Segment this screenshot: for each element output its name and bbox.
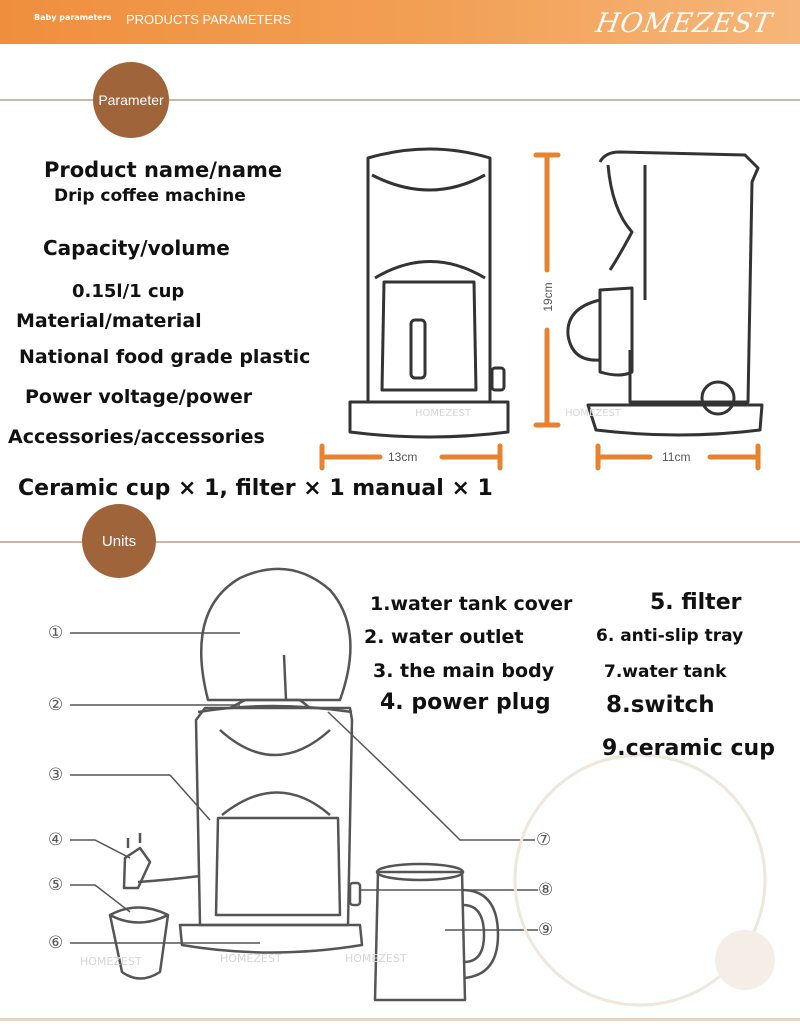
watermark-3: HOMEZEST	[80, 955, 142, 968]
watermark-5: HOMEZEST	[345, 952, 407, 965]
header-band	[0, 0, 800, 44]
watermark-2: HOMEZEST	[565, 408, 621, 419]
header-title: PRODUCTS PARAMETERS	[126, 12, 292, 27]
watermark-4: HOMEZEST	[220, 952, 282, 965]
capacity-value: 0.15l/1 cup	[72, 281, 185, 302]
header-small-label: Baby parameters	[34, 13, 112, 22]
part-label-9: 9.ceramic cup	[602, 736, 775, 761]
part-label-2: 2. water outlet	[364, 626, 524, 648]
accessories-label: Accessories/accessories	[8, 426, 265, 448]
callout-7: ⑦	[536, 830, 552, 850]
part-label-8: 8.switch	[606, 692, 715, 718]
accessories-value: Ceramic cup × 1, filter × 1 manual × 1	[18, 476, 493, 501]
part-label-4: 4. power plug	[380, 690, 551, 715]
part-label-6: 6. anti-slip tray	[596, 626, 744, 646]
dimension-width-side-label: 11cm	[662, 450, 691, 464]
callout-3: ③	[48, 765, 64, 785]
callout-5: ⑤	[48, 875, 64, 895]
dimension-width-front-label: 13cm	[388, 450, 418, 464]
capacity-label: Capacity/volume	[43, 236, 230, 260]
product-name-label: Product name/name	[44, 158, 283, 182]
section-divider-parameter	[0, 99, 800, 101]
power-label: Power voltage/power	[25, 386, 253, 408]
callout-8: ⑧	[538, 880, 554, 900]
callout-9: ⑨	[538, 920, 554, 940]
material-value: National food grade plastic	[19, 346, 311, 368]
part-label-3: 3. the main body	[373, 660, 555, 682]
material-label: Material/material	[16, 310, 202, 332]
part-label-1: 1.water tank cover	[370, 593, 573, 615]
callout-2: ②	[48, 695, 64, 715]
callout-1: ①	[48, 623, 64, 643]
product-name-value: Drip coffee machine	[54, 186, 246, 206]
part-label-5: 5. filter	[650, 590, 742, 615]
part-label-7: 7.water tank	[604, 662, 727, 682]
callout-6: ⑥	[48, 933, 64, 953]
parameter-badge: Parameter	[93, 62, 169, 138]
watermark-1: HOMEZEST	[415, 408, 471, 419]
callout-4: ④	[48, 830, 64, 850]
footer-rule	[0, 1018, 800, 1021]
section-divider-units	[0, 541, 800, 543]
units-badge: Units	[82, 504, 156, 578]
